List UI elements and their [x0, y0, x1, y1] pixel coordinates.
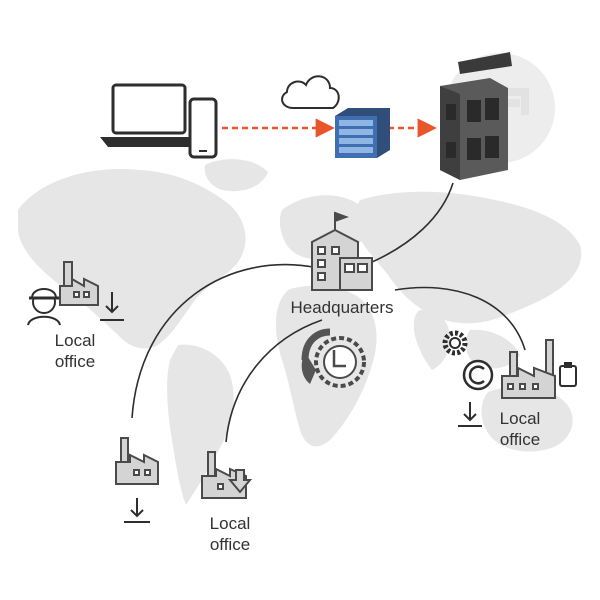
- worker-icon: [27, 288, 61, 326]
- headquarters-to-bottom-office-line: [225, 319, 323, 443]
- gear-icon: [442, 330, 468, 356]
- clipboard-icon: [559, 362, 577, 387]
- sync-gear-icon: [301, 328, 366, 388]
- north-america-shape: [18, 169, 246, 349]
- southeast-asia-shape: [465, 329, 520, 369]
- factory-icon-bottom-left: [115, 437, 159, 485]
- gateway-to-headquarters-line: [371, 182, 454, 263]
- download-arrow-icon-bottom-center: [227, 469, 253, 494]
- factory-icon-right: [501, 339, 556, 399]
- factory-icon-left: [59, 261, 99, 306]
- download-icon-bottom-left: [124, 498, 150, 523]
- headquarters-to-right-office-line: [394, 286, 526, 351]
- download-icon-left: [100, 292, 124, 321]
- bottom-office-label-line2: office: [209, 535, 251, 554]
- right-office-label-line2: office: [499, 430, 541, 449]
- gateway-device-icon: [440, 52, 512, 180]
- greenland-shape: [204, 159, 268, 192]
- bottom-office-label-line1: Local: [209, 514, 251, 533]
- laptop-icon: [100, 83, 198, 147]
- server-icon: [335, 108, 390, 158]
- australia-shape: [481, 386, 573, 452]
- right-office-label-line1: Local: [499, 409, 541, 428]
- download-icon-right: [458, 402, 482, 427]
- right-office-label: Local office: [485, 408, 555, 450]
- headquarters-label: Headquarters: [290, 298, 394, 317]
- asia-shape: [355, 191, 582, 324]
- india-shape: [413, 309, 451, 370]
- south-america-shape: [167, 344, 234, 505]
- world-map-background: [18, 159, 582, 505]
- headquarters-to-left-office-line: [131, 263, 319, 419]
- cloud-icon: [281, 75, 340, 109]
- left-office-label-line1: Local: [54, 331, 96, 350]
- left-office-label-line2: office: [54, 352, 96, 371]
- headquarters-building-icon: [311, 211, 373, 291]
- copyright-icon: [462, 359, 494, 391]
- smartphone-icon: [188, 97, 218, 159]
- connection-lines: [131, 182, 526, 443]
- left-office-label: Local office: [40, 330, 110, 372]
- bottom-office-label: Local office: [195, 513, 265, 555]
